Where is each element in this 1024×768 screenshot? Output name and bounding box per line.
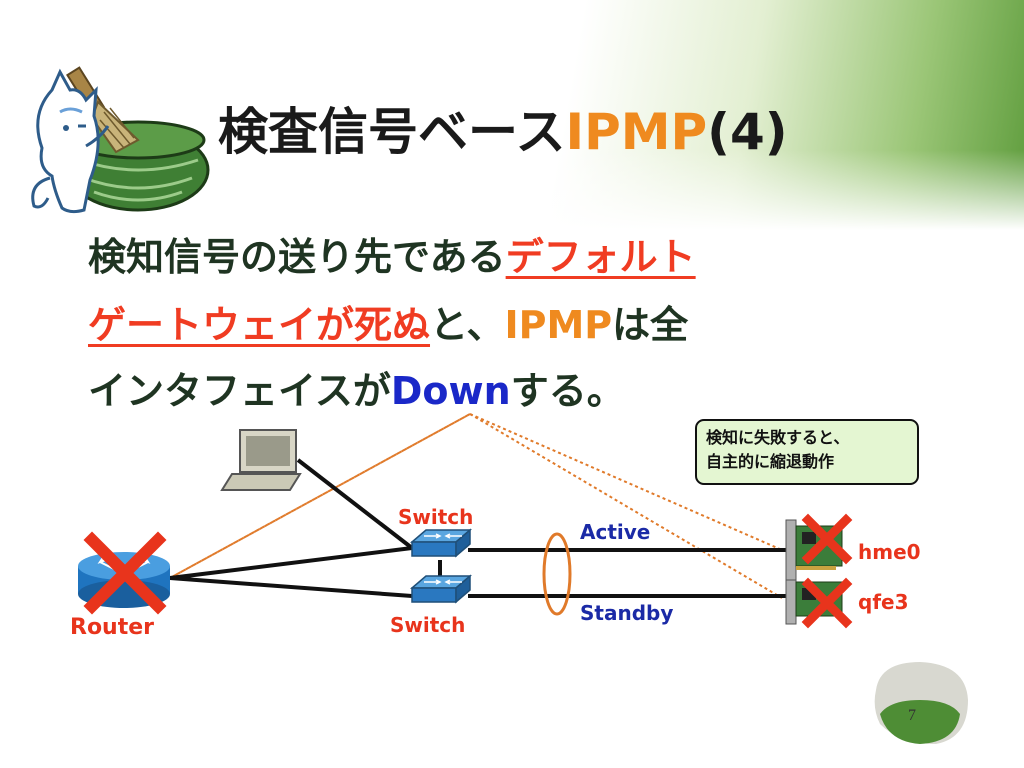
- cat-mascot-icon: [31, 66, 210, 214]
- cross-mark-icon: [801, 577, 853, 629]
- note-line-2: 自主的に縮退動作: [706, 452, 835, 471]
- emphasis-default: デフォルト: [505, 235, 696, 279]
- qfe3-label: qfe3: [858, 590, 909, 614]
- down-highlight: Down: [390, 369, 511, 413]
- body-line-2: ゲートウェイが死ぬと、IPMPは全: [88, 294, 848, 349]
- body-text-segment: 検知信号の送り先である: [88, 235, 506, 279]
- title-ipmp: IPMP: [565, 103, 708, 161]
- note-callout: 検知に失敗すると、 自主的に縮退動作: [695, 419, 919, 485]
- body-text-segment: は全: [612, 303, 689, 347]
- router-label: Router: [70, 615, 155, 640]
- page-number: 7: [908, 707, 916, 724]
- probe-line-router: [169, 413, 471, 579]
- ipmp-highlight: IPMP: [504, 303, 613, 347]
- switch-bottom-label: Switch: [390, 613, 466, 637]
- title-main: 検査信号ベース: [218, 103, 566, 161]
- cross-mark-icon: [801, 513, 853, 565]
- link-laptop-switch: [296, 458, 414, 550]
- hme0-label: hme0: [858, 540, 921, 564]
- emphasis-gateway-dies: ゲートウェイが死ぬ: [88, 303, 431, 347]
- switch-icon: [409, 528, 473, 558]
- body-text-segment: する。: [510, 369, 625, 413]
- body-line-1: 検知信号の送り先であるデフォルト: [88, 226, 848, 281]
- switch-icon: [409, 574, 473, 604]
- ipmp-group-ellipse: [542, 532, 572, 616]
- body-text-segment: インタフェイスが: [88, 369, 391, 413]
- body-line-3: インタフェイスがDownする。: [88, 360, 848, 415]
- cross-mark-icon: [83, 531, 167, 615]
- standby-label: Standby: [580, 601, 674, 625]
- link-router-switch-top: [169, 546, 413, 580]
- footer-gradient: [0, 520, 1024, 768]
- probe-line-right: [469, 413, 783, 599]
- title-suffix: (4): [707, 103, 788, 161]
- body-text-segment: と、: [430, 303, 505, 347]
- note-line-1: 検知に失敗すると、: [706, 428, 850, 447]
- active-label: Active: [580, 520, 651, 544]
- link-router-switch-bottom: [169, 576, 413, 598]
- laptop-icon: [220, 429, 302, 491]
- slide-title: 検査信号ベースIPMP(4): [218, 92, 788, 164]
- switch-top-label: Switch: [398, 505, 474, 529]
